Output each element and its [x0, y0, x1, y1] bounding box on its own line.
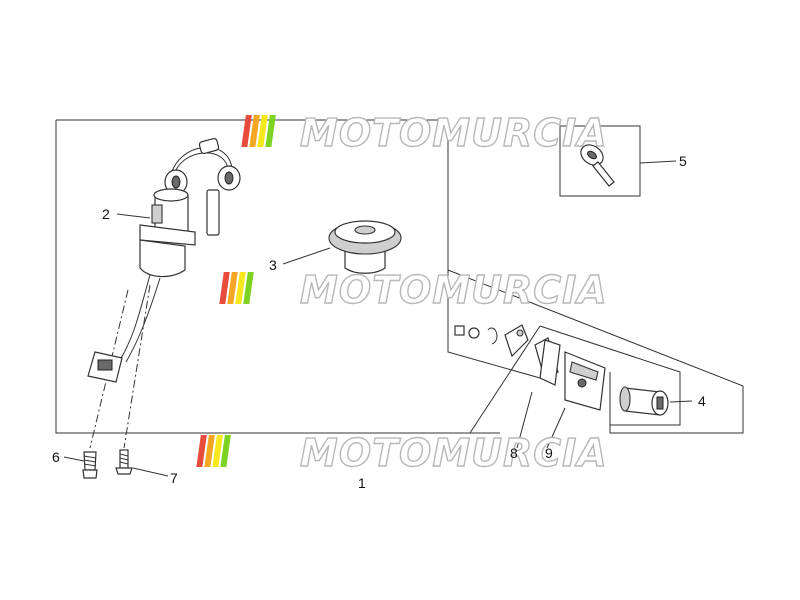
lock-cylinder-icon	[619, 386, 669, 416]
watermark-text: MOTOMURCIA	[300, 111, 608, 155]
callout-2: 2	[102, 206, 110, 222]
callout-labels: 1 2 3 4 5 6 7 8 9	[52, 153, 706, 491]
watermark-bottom: MOTOMURCIA	[196, 430, 608, 476]
callout-5: 5	[679, 153, 687, 169]
bolt-icon	[115, 449, 133, 475]
bracket-icon	[534, 337, 561, 386]
callout-1: 1	[358, 475, 366, 491]
watermark-text: MOTOMURCIA	[300, 431, 608, 475]
watermark-top: MOTOMURCIA	[241, 110, 608, 156]
assembly-boundary-lines	[55, 119, 744, 434]
fuel-cap-icon	[328, 220, 402, 274]
callout-9: 9	[545, 445, 553, 461]
small-fasteners-icon	[454, 324, 529, 358]
callout-3: 3	[269, 257, 277, 273]
callout-6: 6	[52, 449, 60, 465]
watermark-middle: MOTOMURCIA	[219, 267, 608, 313]
callout-4: 4	[698, 393, 706, 409]
watermark-text: MOTOMURCIA	[300, 268, 608, 312]
screw-icon	[82, 451, 98, 479]
ignition-switch-icon	[87, 137, 241, 383]
lock-plate-icon	[564, 351, 606, 411]
key-icon	[580, 144, 615, 187]
leader-lines	[63, 160, 693, 477]
callout-8: 8	[510, 445, 518, 461]
callout-7: 7	[170, 470, 178, 486]
